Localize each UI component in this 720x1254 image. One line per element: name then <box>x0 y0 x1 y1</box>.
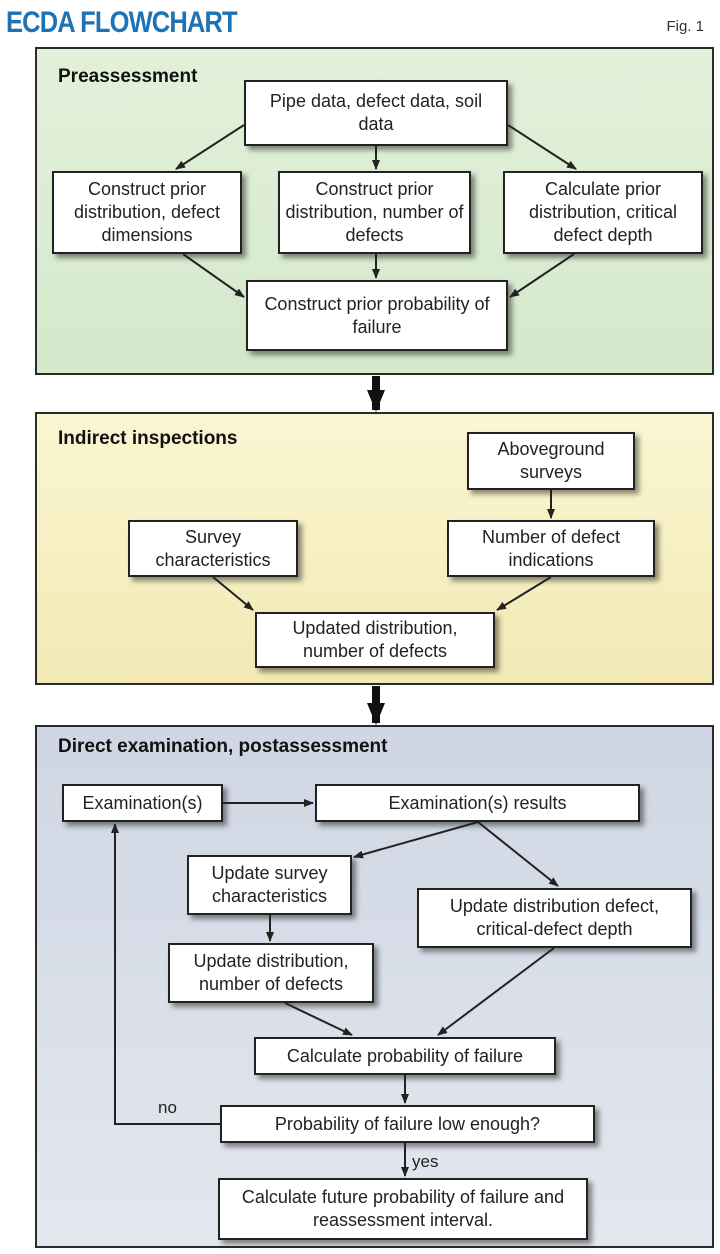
no-label: no <box>158 1098 177 1117</box>
arrow-pipe-to-dimensions <box>175 124 245 170</box>
pipe-data-box: Pipe data, defect data, soil data <box>244 80 508 146</box>
arrow-dimensions-to-failure <box>182 253 245 298</box>
examinations-box: Examination(s) <box>62 784 223 822</box>
examination-results-box: Examination(s) results <box>315 784 640 822</box>
arrow-depth-to-failure <box>509 253 575 298</box>
calc-failure-box: Calculate probability of failure <box>254 1037 556 1075</box>
arrow-pipe-to-depth <box>507 124 577 170</box>
arrow-no-loop <box>111 823 220 1125</box>
prior-dimensions-box: Construct prior distribution, defect dim… <box>52 171 242 254</box>
low-enough-box: Probability of failure low enough? <box>220 1105 595 1143</box>
indirect-title: Indirect inspections <box>58 428 238 449</box>
prior-failure-box: Construct prior probability of failure <box>246 280 508 351</box>
arrow-number-to-calc <box>284 1002 353 1036</box>
yes-label: yes <box>412 1152 439 1171</box>
preassessment-title: Preassessment <box>58 66 198 87</box>
arrow-results-to-defect <box>477 821 559 887</box>
direct-title: Direct examination, postassessment <box>58 736 388 757</box>
flowchart-title: ECDA FLOWCHART <box>6 6 238 39</box>
prior-depth-box: Calculate prior distribution, critical d… <box>503 171 703 254</box>
prior-number-box: Construct prior distribution, number of … <box>278 171 471 254</box>
figure-label: Fig. 1 <box>666 18 704 35</box>
defect-indications-box: Number of defect indications <box>447 520 655 577</box>
update-defect-box: Update distribution defect, critical-def… <box>417 888 692 948</box>
future-probability-box: Calculate future probability of failure … <box>218 1178 588 1240</box>
arrow-results-to-survey <box>353 821 479 859</box>
aboveground-box: Aboveground surveys <box>467 432 635 490</box>
survey-characteristics-box: Survey characteristics <box>128 520 298 577</box>
arrow-indications-to-updated <box>496 576 552 611</box>
arrow-defect-to-calc <box>437 947 555 1036</box>
update-survey-box: Update survey characteristics <box>187 855 352 915</box>
update-number-box: Update distribution, number of defects <box>168 943 374 1003</box>
arrow-survey-to-updated <box>212 576 254 611</box>
updated-distribution-box: Updated distribution, number of defects <box>255 612 495 668</box>
